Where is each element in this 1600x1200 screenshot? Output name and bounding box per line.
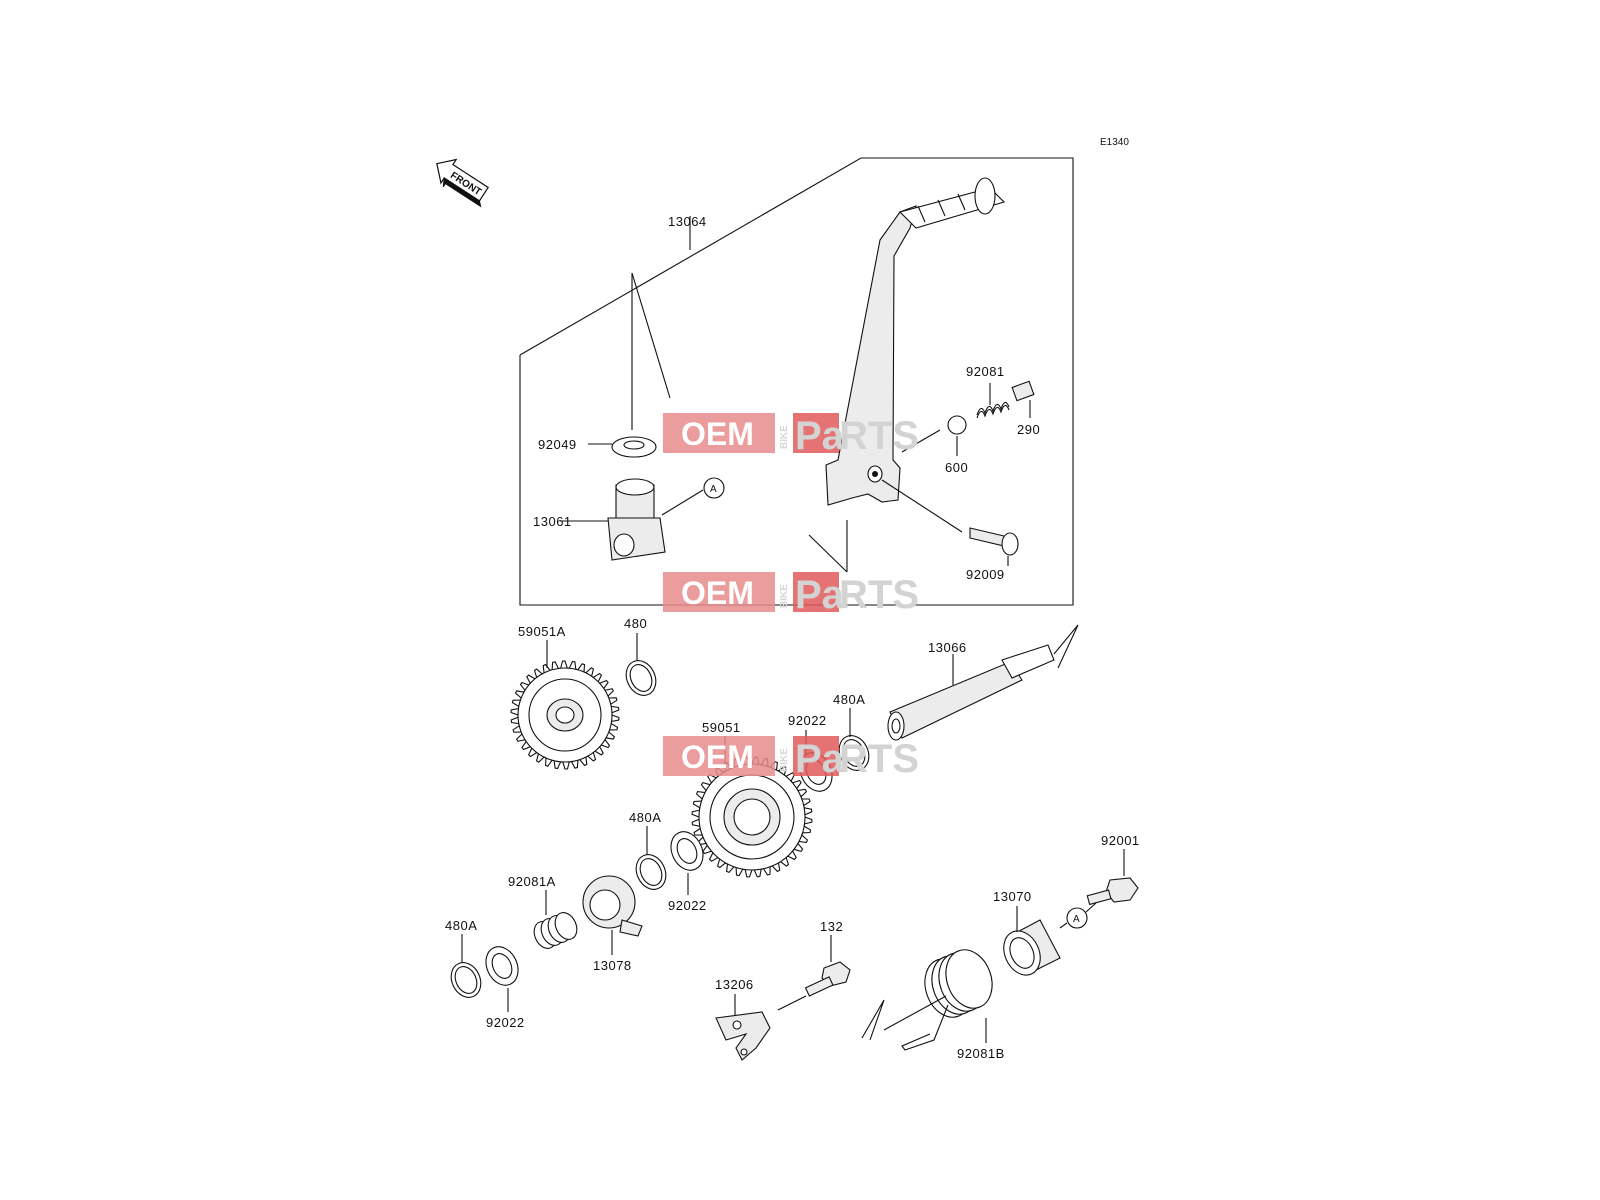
part-290-pin: 290 [1011, 380, 1040, 437]
svg-text:RTS: RTS [839, 573, 919, 617]
part-92009-bolt: 92009 [966, 527, 1019, 582]
part-13066-shaft: 13066 [887, 624, 1079, 741]
label-92001: 92001 [1101, 833, 1140, 848]
label-92081B: 92081B [957, 1046, 1005, 1061]
part-92022-washer-middle: 92022 [668, 831, 707, 913]
label-480A-lower: 480A [445, 918, 477, 933]
label-92081A: 92081A [508, 874, 556, 889]
part-92049-washer: 92049 [538, 272, 671, 458]
label-13066: 13066 [928, 640, 967, 655]
svg-text:OEM: OEM [681, 416, 754, 452]
part-600-ball: 600 [945, 415, 968, 475]
label-480: 480 [624, 616, 647, 631]
label-13206: 13206 [715, 977, 754, 992]
svg-text:Pa: Pa [795, 414, 845, 458]
part-480A-circlip-middle: 480A [629, 810, 667, 890]
svg-text:A: A [1073, 914, 1080, 925]
label-13061: 13061 [533, 514, 572, 529]
part-480-circlip: 480 [624, 616, 657, 696]
label-13064: 13064 [668, 214, 707, 229]
label-92022-upper: 92022 [788, 713, 827, 728]
part-59051A-gear: 59051A [510, 624, 620, 770]
part-13078-ratchet: 13078 [582, 875, 643, 973]
label-480A-upper: 480A [833, 692, 865, 707]
callout-a-bottom: A [1059, 907, 1088, 929]
label-92022-lower: 92022 [486, 1015, 525, 1030]
svg-text:OEM: OEM [681, 739, 754, 775]
part-132-bolt: 132 [777, 919, 851, 1011]
label-13070: 13070 [993, 889, 1032, 904]
part-480A-circlip-upper: 480A [833, 692, 870, 771]
part-92001-bolt: 92001 [1085, 833, 1140, 913]
diagram-code: E1340 [1100, 137, 1129, 148]
svg-text:BIKE: BIKE [779, 425, 790, 449]
svg-text:RTS: RTS [839, 414, 919, 458]
kick-pedal-lever [825, 177, 1006, 506]
front-arrow-icon: FRONT [436, 158, 489, 208]
svg-text:OEM: OEM [681, 575, 754, 611]
label-290: 290 [1017, 422, 1040, 437]
label-600: 600 [945, 460, 968, 475]
part-92081B-spring: 92081B [861, 949, 1005, 1061]
svg-text:A: A [710, 484, 717, 495]
part-59051-gear: 59051 [691, 720, 813, 878]
label-13078: 13078 [593, 958, 632, 973]
label-480A-middle: 480A [629, 810, 661, 825]
label-92081: 92081 [966, 364, 1005, 379]
part-13070-collar: 13070 [993, 889, 1061, 976]
kick-pedal-assembly-box [519, 157, 1074, 606]
part-92081A-spring: 92081A [508, 874, 578, 949]
watermark-2: OEM BIKE Pa RTS [663, 572, 919, 617]
svg-text:Pa: Pa [795, 737, 845, 781]
part-92022-washer-lower: 92022 [485, 946, 525, 1030]
label-92022-middle: 92022 [668, 898, 707, 913]
label-132: 132 [820, 919, 843, 934]
svg-text:Pa: Pa [795, 573, 845, 617]
label-92009: 92009 [966, 567, 1005, 582]
svg-text:BIKE: BIKE [779, 748, 790, 772]
label-92049: 92049 [538, 437, 577, 452]
watermark-1: OEM BIKE Pa RTS [663, 413, 919, 458]
watermark-3: OEM BIKE Pa RTS [663, 736, 919, 781]
part-92081-spring: 92081 [966, 364, 1010, 419]
label-59051: 59051 [702, 720, 741, 735]
label-59051A: 59051A [518, 624, 566, 639]
part-13206-plate: 13206 [715, 977, 771, 1061]
svg-text:BIKE: BIKE [779, 584, 790, 608]
callout-a-top: A [703, 477, 725, 499]
part-480A-circlip-lower: 480A [445, 918, 482, 998]
part-13061-holder: 13061 [533, 478, 704, 561]
svg-text:RTS: RTS [839, 737, 919, 781]
